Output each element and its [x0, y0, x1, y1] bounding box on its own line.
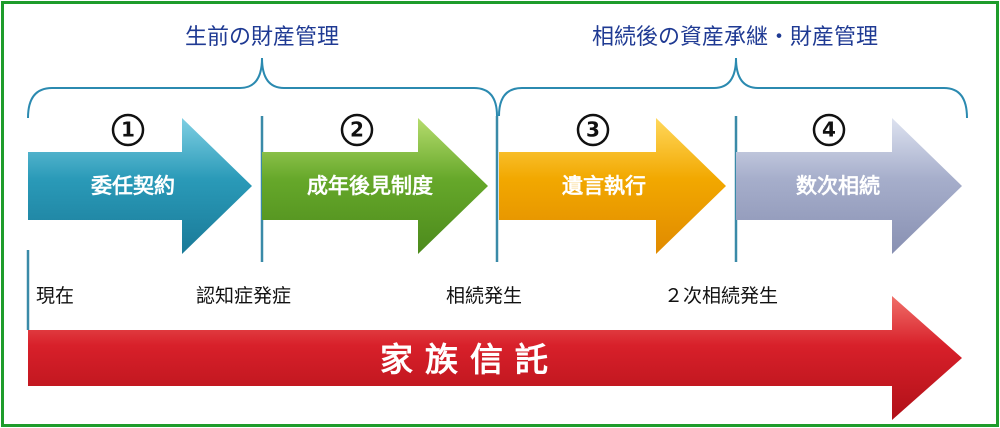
stage-number-1: 1	[111, 113, 145, 147]
event-label-second-inheritance: ２次相続発生	[664, 285, 778, 307]
stage-arrow-4	[736, 118, 962, 254]
stage-label-4: 数次相続	[796, 174, 880, 198]
stage-label-3: 遺言執行	[562, 174, 646, 198]
stage-number-3: 3	[576, 113, 610, 147]
family-trust-label: 家族信託	[380, 340, 560, 379]
event-label-inheritance: 相続発生	[446, 285, 522, 307]
stage-arrow-3	[499, 118, 726, 254]
svg-text:3: 3	[586, 118, 600, 142]
svg-text:1: 1	[121, 118, 135, 142]
stage-label-1: 委任契約	[90, 174, 175, 198]
stage-label-2: 成年後見制度	[307, 174, 433, 198]
event-label-present: 現在	[36, 285, 74, 307]
stage-number-2: 2	[340, 113, 374, 147]
stage-arrow-1	[28, 118, 252, 254]
svg-text:4: 4	[822, 118, 836, 142]
event-label-dementia: 認知症発症	[196, 285, 291, 307]
stage-number-4: 4	[812, 113, 846, 147]
bracket-after	[498, 57, 968, 119]
phase-label-before: 生前の財産管理	[185, 25, 339, 50]
svg-text:2: 2	[350, 118, 364, 142]
stage-arrow-2	[262, 118, 488, 254]
bracket-before	[27, 57, 498, 119]
family-trust-arrow	[28, 296, 962, 420]
phase-label-after: 相続後の資産承継・財産管理	[592, 25, 878, 50]
